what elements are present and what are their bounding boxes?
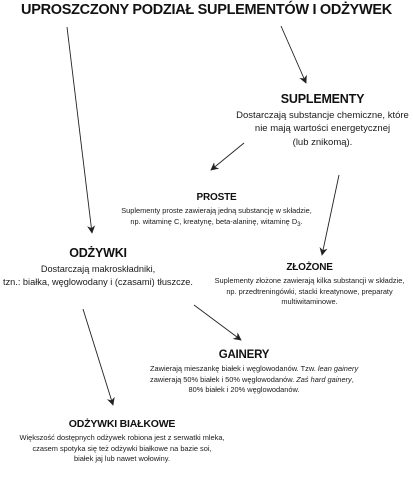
arrow-odzywki-to-bialkowe	[82, 308, 115, 406]
desc-line: 80% białek i 20% węglowodanów.	[188, 385, 300, 395]
node-gainery-desc: Zawierają mieszankę białek i węglowodanó…	[150, 364, 358, 396]
node-odzywki-bialkowe: ODŻYWKI BIAŁKOWE Większość dostępnych od…	[2, 418, 242, 465]
desc-line: czasem spotyka się też odżywki białkowe …	[32, 443, 212, 453]
desc-line: Zawierają mieszankę białek i węglowodanó…	[150, 364, 358, 375]
node-bialkowe-heading: ODŻYWKI BIAŁKOWE	[68, 418, 176, 430]
desc-emphasis: lean gainery	[317, 364, 359, 373]
desc-line: np. przedtreningówki, stacki kreatynowe,…	[226, 286, 393, 296]
node-suplementy: SUPLEMENTY Dostarczają substancje chemic…	[232, 92, 413, 149]
node-odzywki: ODŻYWKI Dostarczają makroskładniki, tzn.…	[0, 246, 196, 289]
arrow-odzywki-to-gainery	[193, 304, 242, 341]
desc-text: ,	[351, 374, 354, 384]
node-suplementy-heading: SUPLEMENTY	[280, 92, 365, 106]
arrow-suplementy-to-proste	[210, 142, 245, 171]
diagram-title: UPROSZCZONY PODZIAŁ SUPLEMENTÓW I ODŻYWE…	[21, 2, 392, 18]
node-gainery: GAINERY Zawierają mieszankę białek i węg…	[150, 349, 358, 396]
desc-text: zawierają 50% białek i 50% węglowodanów.	[150, 374, 297, 384]
desc-line: zawierają 50% białek i 50% węglowodanów.…	[150, 374, 354, 386]
arrow-suplementy-to-zlozone	[319, 174, 340, 256]
desc-line: białek jaj lub nawet wołowiny.	[74, 454, 170, 464]
desc-text: np. witaminę C, kreatynę, beta-alaninę, …	[130, 216, 298, 226]
desc-line: np. witaminę C, kreatynę, beta-alaninę, …	[104, 217, 329, 228]
desc-line: Suplementy proste zawierają jedną substa…	[121, 206, 312, 215]
subscript: 3	[297, 221, 301, 228]
desc-line: multiwitaminowe.	[281, 297, 338, 307]
node-zlozone-desc: Suplementy złożone zawierają kilka subst…	[206, 276, 413, 308]
desc-line: Większość dostępnych odżywek robiona jes…	[19, 433, 225, 442]
desc-line: (lub znikomą).	[292, 136, 353, 148]
desc-line: Dostarczają makroskładniki,	[40, 264, 156, 274]
desc-line: Suplementy złożone zawierają kilka subst…	[214, 276, 405, 285]
node-proste-desc: Suplementy proste zawierają jedną substa…	[104, 206, 329, 228]
desc-line: nie mają wartości energetycznej	[254, 123, 391, 135]
desc-line: tzn.: białka, węglowodany i (czasami) tł…	[3, 277, 193, 288]
node-odzywki-heading: ODŻYWKI	[69, 246, 127, 260]
node-proste: PROSTE Suplementy proste zawierają jedną…	[104, 192, 329, 228]
arrow-title-to-odzywki	[66, 26, 96, 234]
desc-line: Dostarczają substancje chemiczne, które	[236, 110, 409, 121]
node-proste-heading: PROSTE	[196, 192, 237, 203]
desc-text: Zawierają mieszankę białek i węglowodanó…	[150, 364, 318, 373]
node-bialkowe-desc: Większość dostępnych odżywek robiona jes…	[2, 433, 242, 465]
node-zlozone: ZŁOŻONE Suplementy złożone zawierają kil…	[206, 262, 413, 308]
node-suplementy-desc: Dostarczają substancje chemiczne, które …	[232, 109, 413, 149]
arrow-title-to-suplementy	[280, 25, 307, 84]
node-zlozone-heading: ZŁOŻONE	[286, 262, 333, 273]
desc-text: .	[300, 216, 303, 226]
node-gainery-heading: GAINERY	[218, 349, 270, 361]
desc-emphasis: Zaś hard gainery	[296, 374, 352, 384]
node-odzywki-desc: Dostarczają makroskładniki, tzn.: białka…	[0, 263, 196, 289]
